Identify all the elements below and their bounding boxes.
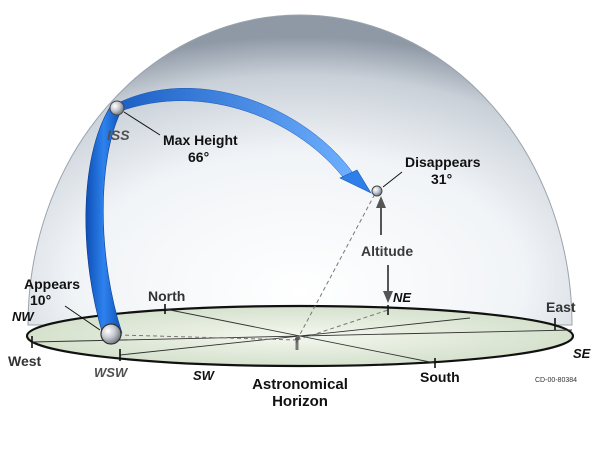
max-height-label: Max Height	[163, 132, 238, 148]
horizon-caption-line1: Astronomical	[252, 376, 348, 393]
horizon-caption-line2: Horizon	[272, 393, 328, 410]
iss-path-arrowhead	[339, 169, 372, 194]
disappears-degrees: 31°	[431, 171, 452, 187]
altitude-label: Altitude	[361, 243, 413, 259]
iss-appears-position	[100, 323, 122, 345]
observer-figure-icon	[295, 336, 301, 350]
compass-nw: NW	[12, 309, 35, 324]
compass-sw: SW	[193, 368, 216, 383]
sight-lines	[119, 189, 389, 341]
leader-lines	[64, 111, 403, 331]
compass-ne: NE	[393, 290, 411, 305]
compass-lines	[31, 308, 573, 364]
compass-east: East	[546, 299, 576, 315]
compass-south: South	[420, 369, 460, 385]
horizon-ticks	[31, 304, 556, 368]
max-height-degrees: 66°	[188, 149, 209, 165]
sky-dome	[27, 14, 573, 326]
compass-west: West	[8, 353, 42, 369]
iss-label: ISS	[107, 127, 130, 143]
appears-label: Appears	[24, 276, 80, 292]
altitude-arrow	[376, 196, 393, 303]
image-credit-code: CD-00-80384	[535, 377, 577, 384]
compass-wsw: WSW	[94, 365, 129, 380]
appears-degrees: 10°	[30, 292, 51, 308]
iss-max-height-position	[109, 100, 125, 116]
compass-north: North	[148, 288, 185, 304]
disappears-label: Disappears	[405, 154, 481, 170]
compass-se: SE	[573, 346, 591, 361]
iss-disappears-position	[371, 185, 383, 197]
